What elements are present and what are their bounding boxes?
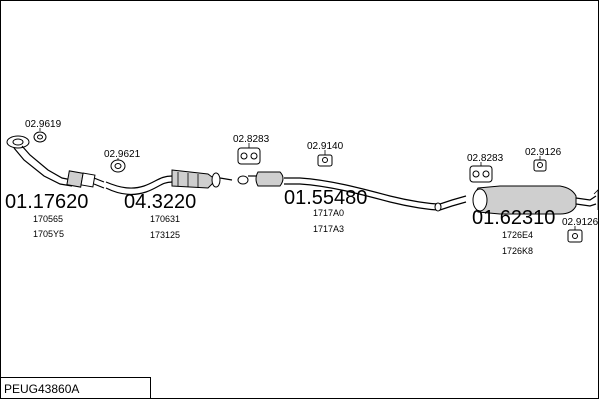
accessory-label: 02.9140 <box>307 141 344 152</box>
oem-reference: 173125 <box>150 230 180 240</box>
oem-reference: 1717A0 <box>313 208 344 218</box>
oem-reference: 170565 <box>33 214 63 224</box>
rubber-hanger-icon <box>237 147 261 165</box>
accessory-label: 02.9619 <box>25 119 62 130</box>
catalytic-converter-part <box>105 169 233 195</box>
accessory-label: 02.8283 <box>233 134 270 145</box>
middle-silencer-part <box>237 171 467 212</box>
part-number-label: 04.3220 <box>124 191 196 213</box>
hanger-bracket-icon <box>567 229 583 243</box>
oem-reference: 1726E4 <box>502 230 533 240</box>
part-number-label: 01.17620 <box>5 191 88 213</box>
oem-reference: 1726K8 <box>502 246 533 256</box>
oem-reference: 170631 <box>150 214 180 224</box>
front-pipe-part <box>6 135 105 189</box>
accessory-label: 02.8283 <box>467 153 504 164</box>
rear-silencer-part <box>472 185 599 215</box>
code-box <box>0 377 151 399</box>
hanger-bracket-icon <box>533 159 547 172</box>
catalog-code: PEUG43860A <box>4 382 79 396</box>
oem-reference: 1705Y5 <box>33 229 64 239</box>
rubber-hanger-icon <box>469 165 493 183</box>
oem-reference: 1717A3 <box>313 224 344 234</box>
part-number-label: 01.55480 <box>284 187 367 209</box>
part-number-label: 01.62310 <box>472 207 555 229</box>
hanger-bracket-icon <box>317 154 333 167</box>
clamp-icon <box>33 131 47 143</box>
gasket-icon <box>110 159 126 173</box>
accessory-label: 02.9126 <box>525 147 562 158</box>
accessory-label: 02.9621 <box>104 149 141 160</box>
accessory-label: 02.9126 <box>562 217 599 228</box>
